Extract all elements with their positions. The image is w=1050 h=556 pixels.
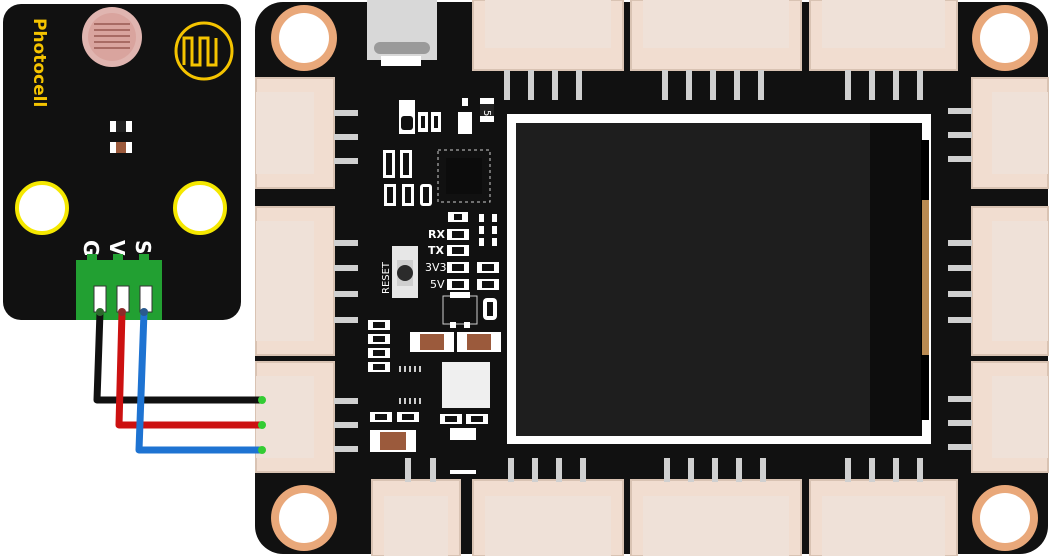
photoresistor-symbol-icon xyxy=(174,21,234,81)
pin-label-g: G xyxy=(79,240,103,256)
wire-gnd xyxy=(93,311,262,404)
reset-label: RESET xyxy=(381,261,392,294)
bottom-connector-4[interactable] xyxy=(809,458,958,556)
led-label-3v3: 3V3 xyxy=(425,261,447,274)
usb-c-port[interactable] xyxy=(367,0,437,66)
wires xyxy=(93,308,266,454)
bottom-connector-2[interactable] xyxy=(472,458,624,556)
mount-pad-bottom-left xyxy=(271,485,337,551)
regulator-marking: 5 xyxy=(481,110,492,116)
smd-components-lower xyxy=(368,292,501,474)
bottom-connector-1[interactable] xyxy=(371,458,461,556)
mount-pad-bottom-right xyxy=(972,485,1038,551)
led-label-rx: RX xyxy=(428,228,445,241)
photoresistor-component-icon xyxy=(82,7,142,67)
top-connector-1[interactable] xyxy=(472,0,624,100)
led-label-tx: TX xyxy=(428,244,445,257)
mount-hole-left xyxy=(15,181,69,235)
right-connector-2[interactable] xyxy=(948,206,1049,356)
top-connector-2[interactable] xyxy=(630,0,802,100)
status-leds: RX TX 3V3 5V xyxy=(425,228,499,291)
reset-button[interactable] xyxy=(392,246,418,298)
right-connector-1[interactable] xyxy=(948,77,1049,189)
controller-board: 5 RX TX 3V3 5V xyxy=(255,0,1049,556)
smd-components-top: 5 xyxy=(399,98,494,134)
left-connector-1[interactable] xyxy=(255,77,358,189)
photocell-module: Photocell G V S xyxy=(3,4,241,320)
module-name-label: Photocell xyxy=(29,18,49,107)
bottom-connector-3[interactable] xyxy=(630,458,802,556)
top-connector-3[interactable] xyxy=(809,0,958,100)
wire-vcc xyxy=(115,311,262,429)
left-connector-2[interactable] xyxy=(255,206,358,356)
left-connector-3[interactable] xyxy=(255,361,358,473)
mount-pad-top-right xyxy=(972,5,1038,71)
lcd-display xyxy=(507,114,931,444)
mount-hole-right xyxy=(173,181,227,235)
pin-label-s: S xyxy=(131,240,155,254)
led-label-5v: 5V xyxy=(430,278,445,291)
pin-label-v: V xyxy=(105,240,129,256)
right-connector-3[interactable] xyxy=(948,361,1049,473)
mount-pad-top-left xyxy=(271,5,337,71)
smd-components-mid xyxy=(383,149,497,246)
wire-signal xyxy=(135,311,262,454)
